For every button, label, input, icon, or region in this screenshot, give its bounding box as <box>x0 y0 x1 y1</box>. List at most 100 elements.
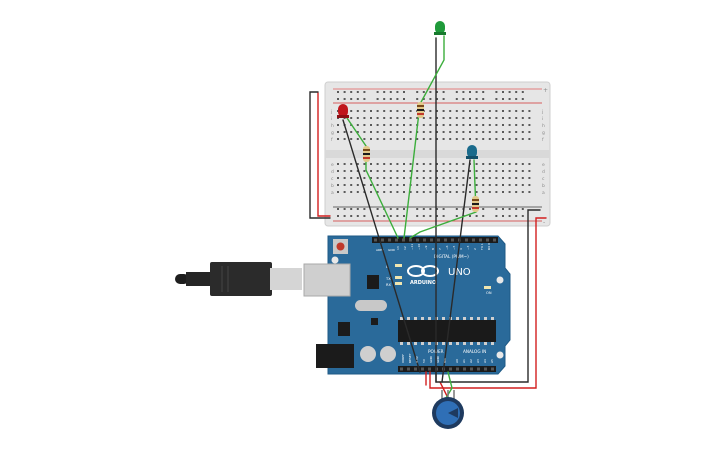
breadboard-hole[interactable] <box>436 110 438 112</box>
breadboard-hole[interactable] <box>502 170 504 172</box>
breadboard-hole[interactable] <box>521 117 524 119</box>
wire-black-blue-led[interactable] <box>441 159 471 383</box>
breadboard-hole[interactable] <box>455 124 458 126</box>
breadboard-hole[interactable] <box>383 124 386 126</box>
breadboard-hole[interactable] <box>429 163 432 165</box>
breadboard-hole[interactable] <box>515 124 518 126</box>
rail-hole[interactable] <box>515 208 518 210</box>
breadboard-hole[interactable] <box>409 124 412 126</box>
led-red[interactable] <box>337 104 349 118</box>
breadboard-hole[interactable] <box>462 170 465 172</box>
breadboard-hole[interactable] <box>376 131 379 133</box>
breadboard-hole[interactable] <box>403 170 405 172</box>
breadboard-hole[interactable] <box>469 170 471 172</box>
breadboard-hole[interactable] <box>356 163 359 165</box>
analog-header-hole[interactable] <box>400 367 403 371</box>
breadboard-hole[interactable] <box>363 110 366 112</box>
resistor-red-led[interactable] <box>363 146 370 162</box>
breadboard-hole[interactable] <box>515 117 518 119</box>
breadboard-hole[interactable] <box>475 170 478 172</box>
analog-header-hole[interactable] <box>421 367 424 371</box>
breadboard-hole[interactable] <box>482 110 485 112</box>
breadboard-hole[interactable] <box>409 191 412 193</box>
breadboard-hole[interactable] <box>495 163 498 165</box>
breadboard-hole[interactable] <box>521 124 524 126</box>
breadboard-hole[interactable] <box>502 177 504 179</box>
rail-hole[interactable] <box>521 98 524 100</box>
rail-hole[interactable] <box>462 98 465 100</box>
breadboard-hole[interactable] <box>356 110 359 112</box>
breadboard-hole[interactable] <box>363 138 366 140</box>
digital-header-hole[interactable] <box>472 238 475 242</box>
rail-hole[interactable] <box>396 215 399 217</box>
breadboard-hole[interactable] <box>389 191 392 193</box>
wire-green-green-led[interactable] <box>403 35 445 239</box>
breadboard-hole[interactable] <box>396 138 399 140</box>
breadboard-hole[interactable] <box>343 163 346 165</box>
breadboard-hole[interactable] <box>416 163 419 165</box>
rail-hole[interactable] <box>508 208 511 210</box>
breadboard-hole[interactable] <box>383 184 386 186</box>
digital-header-hole[interactable] <box>374 238 377 242</box>
breadboard-hole[interactable] <box>337 170 339 172</box>
breadboard-hole[interactable] <box>337 163 339 165</box>
breadboard-hole[interactable] <box>469 184 471 186</box>
rail-hole[interactable] <box>376 91 379 93</box>
breadboard-hole[interactable] <box>455 131 458 133</box>
breadboard-hole[interactable] <box>363 163 366 165</box>
breadboard-hole[interactable] <box>383 177 386 179</box>
breadboard-hole[interactable] <box>370 131 372 133</box>
rail-hole[interactable] <box>469 98 471 100</box>
breadboard-hole[interactable] <box>508 124 511 126</box>
breadboard-hole[interactable] <box>521 163 524 165</box>
power-analog-header[interactable] <box>398 366 496 372</box>
breadboard-hole[interactable] <box>363 170 366 172</box>
breadboard-hole[interactable] <box>442 131 445 133</box>
breadboard-hole[interactable] <box>356 117 359 119</box>
breadboard-hole[interactable] <box>403 138 405 140</box>
breadboard-hole[interactable] <box>436 177 438 179</box>
breadboard-hole[interactable] <box>429 131 432 133</box>
breadboard-hole[interactable] <box>376 170 379 172</box>
rail-hole[interactable] <box>482 215 485 217</box>
breadboard-hole[interactable] <box>449 131 452 133</box>
breadboard-hole[interactable] <box>462 163 465 165</box>
breadboard-hole[interactable] <box>429 117 432 119</box>
breadboard-hole[interactable] <box>515 191 518 193</box>
rail-hole[interactable] <box>343 215 346 217</box>
rail-hole[interactable] <box>455 215 458 217</box>
breadboard-hole[interactable] <box>356 124 359 126</box>
breadboard-hole[interactable] <box>370 177 372 179</box>
breadboard-hole[interactable] <box>350 138 353 140</box>
breadboard-hole[interactable] <box>370 163 372 165</box>
breadboard-hole[interactable] <box>363 184 366 186</box>
rail-hole[interactable] <box>429 91 432 93</box>
wires[interactable] <box>309 35 547 399</box>
breadboard-hole[interactable] <box>429 170 432 172</box>
analog-header-hole[interactable] <box>449 367 452 371</box>
breadboard-hole[interactable] <box>416 184 419 186</box>
digital-header-hole[interactable] <box>437 238 440 242</box>
breadboard-hole[interactable] <box>422 163 425 165</box>
digital-header-hole[interactable] <box>465 238 468 242</box>
rail-hole[interactable] <box>508 215 511 217</box>
rail-hole[interactable] <box>482 208 485 210</box>
breadboard-hole[interactable] <box>508 177 511 179</box>
breadboard-hole[interactable] <box>396 124 399 126</box>
resistor-green-led[interactable] <box>417 102 424 118</box>
breadboard-hole[interactable] <box>502 124 504 126</box>
breadboard-hole[interactable] <box>370 110 372 112</box>
rail-hole[interactable] <box>416 98 419 100</box>
breadboard-hole[interactable] <box>337 138 339 140</box>
breadboard-hole[interactable] <box>475 177 478 179</box>
breadboard-hole[interactable] <box>495 117 498 119</box>
breadboard-hole[interactable] <box>502 163 504 165</box>
breadboard-hole[interactable] <box>462 177 465 179</box>
breadboard-hole[interactable] <box>343 170 346 172</box>
breadboard-hole[interactable] <box>350 117 353 119</box>
breadboard-hole[interactable] <box>343 184 346 186</box>
rail-hole[interactable] <box>502 98 504 100</box>
rail-hole[interactable] <box>403 91 405 93</box>
breadboard-hole[interactable] <box>469 110 471 112</box>
breadboard-hole[interactable] <box>403 177 405 179</box>
